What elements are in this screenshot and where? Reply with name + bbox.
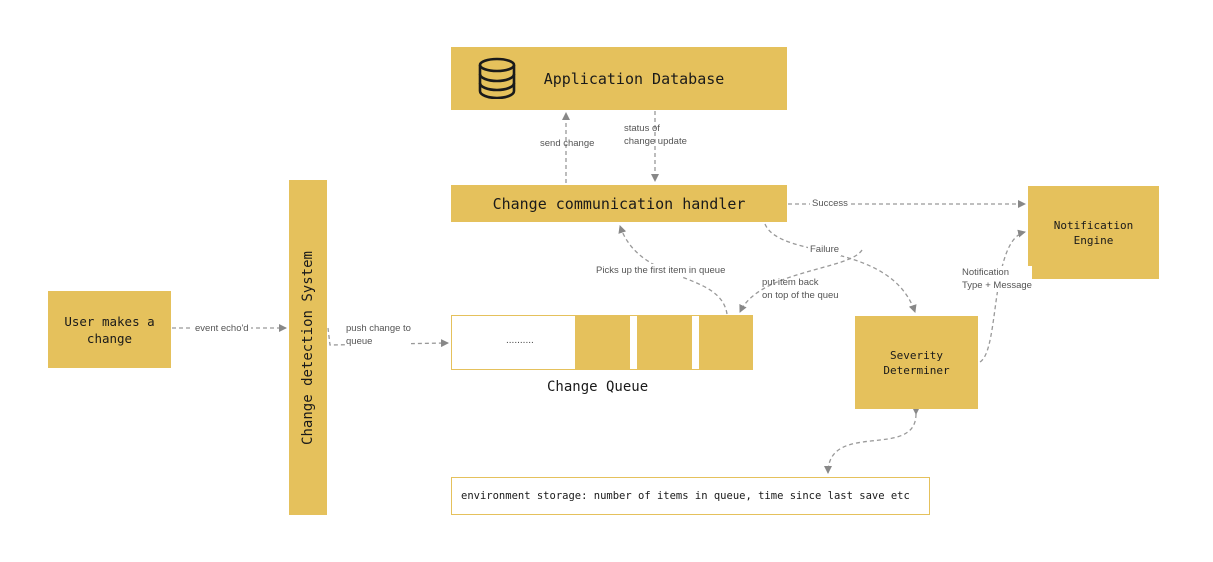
label-status-update: status of change update [624,123,687,147]
severity-determiner-node: Severity Determiner [855,316,978,409]
edge-put-back [739,249,863,313]
user-label: User makes a change [64,313,155,346]
user-makes-change-node: User makes a change [48,291,171,368]
label-put-back: put item back on top of the queu [762,277,839,301]
detection-label: Change detection System [300,250,316,445]
edge-notification-type [979,229,1026,363]
queue-item [699,315,753,370]
change-detection-system-node: Change detection System [289,180,327,515]
severity-label: Severity Determiner [883,348,950,377]
notification-engine-node: Notification Engine [1028,186,1159,279]
label-send-change: send change [540,138,595,149]
application-database-node: Application Database [451,47,787,110]
label-event-echo: event echo'd [193,322,251,335]
label-push-change: push change to queue [346,322,411,348]
database-icon [477,57,517,103]
queue-item [637,315,692,370]
label-notification-type: Notification Type + Message [962,266,1032,292]
handler-label: Change communication handler [492,194,746,213]
queue-item [575,315,630,370]
edge-push-change [327,327,449,348]
change-communication-handler-node: Change communication handler [451,185,787,222]
label-success: Success [810,197,850,210]
notification-engine-label: Notification Engine [1053,218,1134,247]
environment-storage-label: environment storage: number of items in … [461,490,910,502]
environment-storage-node: environment storage: number of items in … [451,477,930,515]
label-failure: Failure [808,243,842,256]
queue-dots: .......... [506,335,534,346]
label-picks-up: Picks up the first item in queue [594,264,728,277]
change-queue-title: Change Queue [547,379,649,395]
application-database-label: Application Database [543,69,725,88]
edge-severity-env [824,406,921,474]
